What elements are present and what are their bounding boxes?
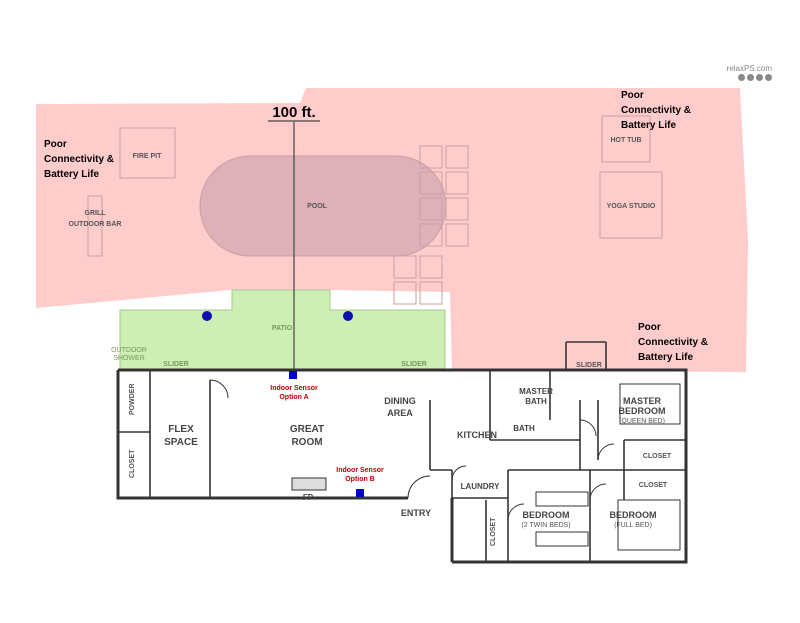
fire-pit-outline — [119, 127, 176, 179]
grill-outline — [87, 195, 103, 257]
zone-label-left-1: Poor — [44, 139, 67, 150]
zone-label-top-right-1: Poor — [621, 90, 644, 101]
grill-label: GRILL — [85, 210, 107, 217]
yoga-studio-outline — [599, 171, 663, 239]
slider-right-label: SLIDER — [576, 362, 602, 369]
twin-beds-label: (2 TWIN BEDS) — [521, 522, 570, 529]
youtube-icon[interactable] — [765, 74, 772, 81]
closet-mid-label: CLOSET — [490, 517, 497, 546]
zone-label-left-3: Battery Life — [44, 169, 99, 180]
master-bedroom-label-2: BEDROOM — [619, 406, 666, 416]
zone-label-top-right-3: Battery Life — [621, 120, 676, 131]
door-arcs — [209, 379, 615, 521]
slider-left-label: SLIDER — [163, 361, 189, 368]
powder-label: POWDER — [129, 384, 136, 416]
yoga-studio-label: YOGA STUDIO — [607, 203, 656, 210]
laundry-label: LAUNDRY — [461, 482, 500, 491]
slider-mid-label: SLIDER — [401, 361, 427, 368]
patio-label: PATIO — [272, 325, 293, 332]
fireplace — [291, 477, 327, 491]
master-bedroom-label-1: MASTER — [623, 396, 662, 406]
zone-label-top-right-2: Connectivity & — [621, 105, 691, 116]
room-label: ROOM — [291, 437, 322, 448]
entry-label: ENTRY — [401, 508, 431, 518]
sensor-a-label-2: Option A — [279, 394, 308, 401]
sensor-b-label-1: Indoor Sensor — [336, 467, 384, 474]
zone-label-right-1: Poor — [638, 322, 661, 333]
bath-label: BATH — [513, 424, 535, 433]
master-bath-label-2: BATH — [525, 397, 547, 406]
social-icons — [712, 74, 772, 81]
pool-label: POOL — [307, 203, 328, 210]
brand-name: relaxPS.com — [726, 64, 772, 73]
kitchen-label: KITCHEN — [457, 430, 497, 440]
great-label: GREAT — [290, 424, 324, 435]
indoor-sensor-b — [356, 489, 364, 497]
instagram-icon[interactable] — [756, 74, 763, 81]
area-label: AREA — [387, 408, 413, 418]
interior-walls — [118, 341, 686, 562]
outdoor-shower-label-1: OUTDOOR — [111, 347, 147, 354]
closet-right-label: CLOSET — [643, 453, 672, 460]
twitter-icon[interactable] — [747, 74, 754, 81]
hot-tub-label: HOT TUB — [610, 137, 641, 144]
brand-logo: relaxPS.com — [712, 64, 772, 81]
outdoor-bar-label: OUTDOOR BAR — [69, 221, 122, 228]
queen-bed-label: (QUEEN BED) — [619, 418, 665, 425]
full-bed-label: (FULL BED) — [614, 522, 652, 529]
closet-left-label: CLOSET — [129, 449, 136, 478]
zone-label-right-2: Connectivity & — [638, 337, 708, 348]
fire-pit-label: FIRE PIT — [133, 153, 163, 160]
closet-right2-label: CLOSET — [639, 482, 668, 489]
outdoor-shower-label-2: SHOWER — [113, 355, 145, 362]
beds — [535, 383, 681, 551]
master-bath-label-1: MASTER — [519, 387, 553, 396]
paver-grid — [393, 145, 469, 305]
bedroom2-label: BEDROOM — [610, 510, 657, 520]
fp-label: FP — [303, 493, 314, 502]
sensor-a-label-1: Indoor Sensor — [270, 385, 318, 392]
sensor-b-label-2: Option B — [345, 476, 375, 483]
hub-dot-right — [343, 311, 353, 321]
hot-tub-outline — [601, 115, 651, 163]
bedroom1-label: BEDROOM — [523, 510, 570, 520]
scale-label: 100 ft. — [272, 104, 315, 121]
zone-label-left-2: Connectivity & — [44, 154, 114, 165]
flex-label: FLEX — [168, 424, 194, 435]
zone-label-right-3: Battery Life — [638, 352, 693, 363]
space-label: SPACE — [164, 437, 198, 448]
facebook-icon[interactable] — [738, 74, 745, 81]
indoor-sensor-a — [289, 371, 297, 379]
hub-dot-left — [202, 311, 212, 321]
dining-label: DINING — [384, 396, 416, 406]
